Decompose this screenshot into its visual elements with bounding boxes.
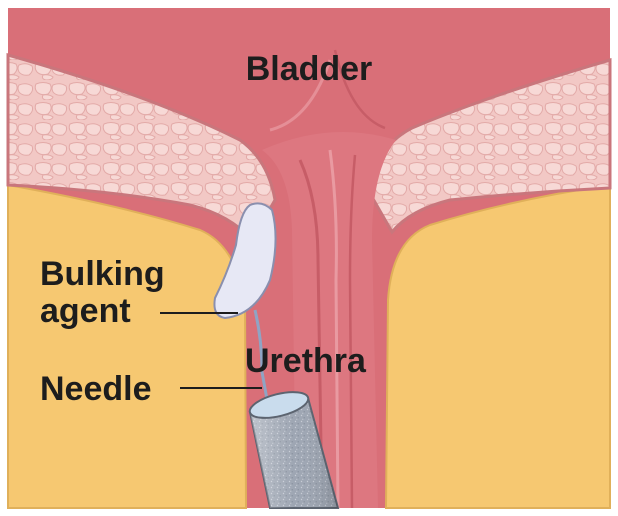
fat-layer-right bbox=[386, 185, 610, 508]
bladder-label: Bladder bbox=[246, 50, 373, 88]
needle-label: Needle bbox=[40, 370, 152, 408]
bulking-agent-label-line2: agent bbox=[40, 292, 131, 330]
urethra-label: Urethra bbox=[245, 342, 367, 380]
bulking-agent-label-line1: Bulking bbox=[40, 255, 165, 293]
